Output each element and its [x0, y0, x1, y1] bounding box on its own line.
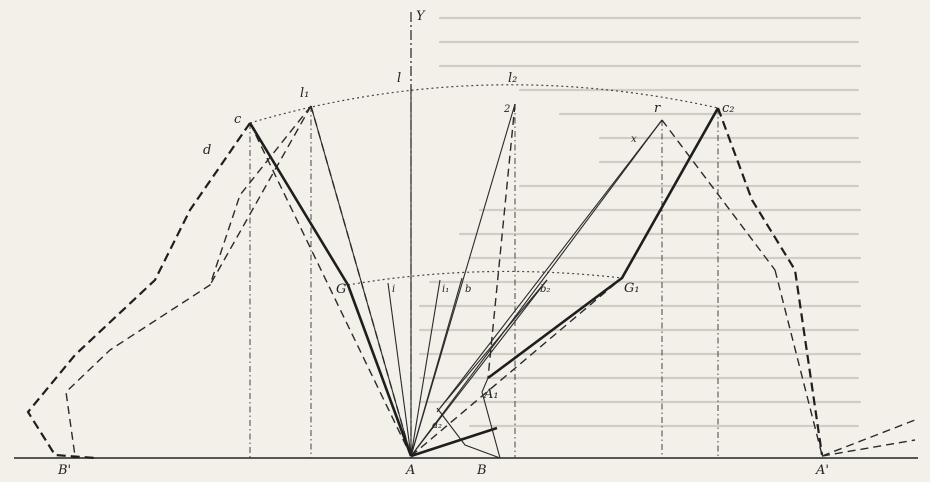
- label-c2: c₂: [722, 101, 735, 116]
- label-b: b: [465, 284, 471, 295]
- label-c: c: [234, 112, 242, 127]
- linkage-foot: [481, 377, 501, 459]
- left-leg-inner: [65, 105, 312, 457]
- linkage-left: [248, 122, 413, 457]
- label-l1: l₁: [300, 86, 309, 101]
- label-l: l: [397, 71, 401, 86]
- linkage-foot-2: [436, 407, 501, 459]
- label-y-axis: Y: [416, 9, 426, 24]
- lower-arc: [347, 270, 623, 286]
- label-x: x: [631, 134, 637, 145]
- point-labels: Y c d l₁ l l₂ r c₂ 2 x G i i₁ b b₂ G₁ A₁…: [57, 9, 829, 478]
- label-g1: G₁: [624, 281, 640, 296]
- label-b2: b₂: [540, 284, 550, 295]
- label-i1: i₁: [442, 284, 449, 295]
- label-l2: l₂: [508, 71, 517, 86]
- label-b-prime: B': [57, 463, 71, 478]
- dashed-linkage: [209, 103, 823, 457]
- label-2: 2: [503, 104, 510, 115]
- label-a2: a₂: [432, 420, 442, 431]
- upper-arc: [249, 84, 719, 124]
- a-prime-rays: [821, 419, 916, 457]
- label-i: i: [392, 284, 395, 295]
- background-text-bleed: [418, 16, 862, 428]
- right-leg: [716, 107, 824, 456]
- label-r: r: [654, 101, 661, 116]
- linkage-right: [487, 107, 720, 380]
- left-leg-outer: [26, 122, 251, 460]
- label-a1: A₁: [483, 387, 499, 402]
- rays-to-lower-arc: [387, 277, 548, 457]
- label-d: d: [203, 143, 211, 158]
- linkage-base: [410, 426, 498, 458]
- label-a-prime: A': [815, 463, 829, 478]
- vertical-projections: [249, 104, 719, 458]
- label-a: A: [405, 463, 415, 478]
- label-b-low: B: [476, 463, 487, 478]
- label-g: G: [336, 282, 346, 297]
